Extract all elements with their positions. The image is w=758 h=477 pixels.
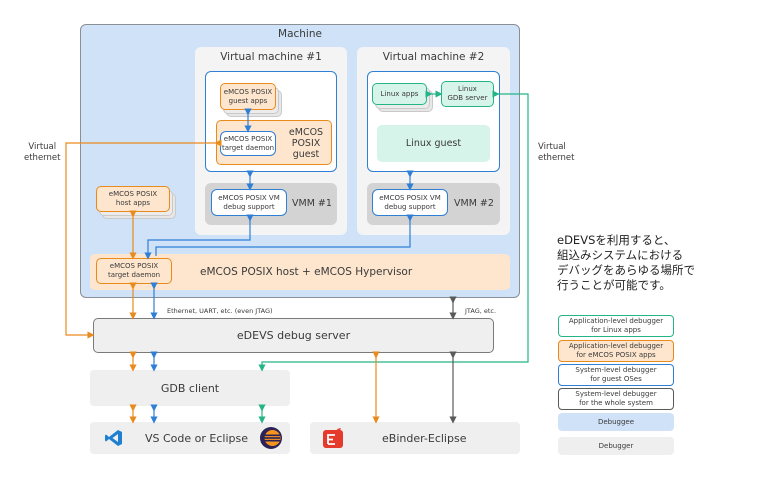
vm1-title: Virtual machine #1 xyxy=(220,51,322,63)
eclipse-icon[interactable] xyxy=(259,426,283,450)
line-vmm1-host xyxy=(144,214,254,260)
machine-title: Machine xyxy=(278,28,322,40)
vm2-title: Virtual machine #2 xyxy=(382,51,485,63)
ebinder-bar xyxy=(310,422,520,454)
legend-debuggee: Debuggee xyxy=(558,413,674,431)
line-virtual-ethernet-left xyxy=(65,139,222,339)
ide-bar xyxy=(90,422,290,454)
virtual-ethernet-right: Virtual ethernet xyxy=(538,142,575,163)
legend-system-guest: System-level debugger for guest OSes xyxy=(558,364,674,386)
vscode-icon[interactable] xyxy=(104,428,124,448)
ebinder-label: eBinder-Eclipse xyxy=(382,432,467,445)
legend-app-linux: Application-level debugger for Linux app… xyxy=(558,315,674,337)
line-virtual-ethernet-right xyxy=(258,90,529,372)
ebinder-icon[interactable] xyxy=(322,427,344,449)
legend-system-whole: System-level debugger for the whole syst… xyxy=(558,388,674,410)
gdb-client[interactable]: GDB client xyxy=(90,370,290,406)
line-vmm2-host xyxy=(155,214,414,256)
virtual-ethernet-left: Virtual ethernet xyxy=(24,142,61,163)
legend-debugger: Debugger xyxy=(558,437,674,455)
vscode-eclipse-label: VS Code or Eclipse xyxy=(145,432,249,445)
legend-app-emcos: Application-level debugger for eMCOS POS… xyxy=(558,340,674,362)
edevs-note: eDEVSを利用すると、 組込みシステムにおける デバッグをあらゆる場所で 行う… xyxy=(557,233,695,292)
